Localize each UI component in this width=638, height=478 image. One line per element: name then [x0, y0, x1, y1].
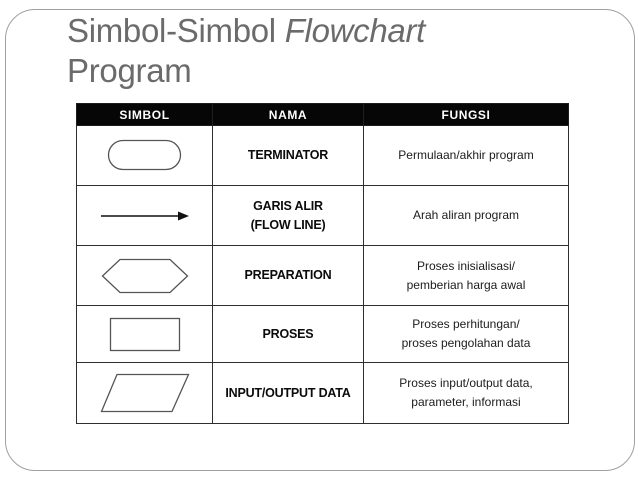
title-text-regular: Simbol-Simbol: [67, 12, 285, 49]
table-row: PROSES Proses perhitungan/ proses pengol…: [76, 305, 569, 363]
fungsi-cell: Proses inisialisasi/ pemberian harga awa…: [363, 245, 569, 306]
symbol-cell: [76, 185, 213, 246]
symbol-name: PREPARATION: [244, 268, 332, 282]
column-header-simbol: SIMBOL: [76, 103, 213, 126]
title-line-2: Program: [67, 52, 192, 89]
fungsi-cell: Proses perhitungan/ proses pengolahan da…: [363, 305, 569, 363]
symbol-name: PROSES: [262, 326, 314, 341]
fungsi-cell: Arah aliran program: [363, 185, 569, 246]
nama-cell: INPUT/OUTPUT DATA: [212, 362, 364, 424]
title-line-1: Simbol-Simbol Flowchart: [67, 11, 425, 51]
symbol-name-line2: (FLOW LINE): [250, 217, 326, 232]
nama-cell: PROSES: [212, 305, 364, 363]
symbol-function: Proses inisialisasi/: [416, 258, 516, 273]
symbol-name: TERMINATOR: [247, 148, 329, 162]
nama-cell: GARIS ALIR (FLOW LINE): [212, 185, 364, 246]
process-rectangle-icon: [109, 317, 180, 351]
symbol-function: Proses input/output data,: [399, 376, 533, 390]
symbol-function: Arah aliran program: [412, 208, 520, 222]
symbol-cell: [76, 362, 213, 424]
column-header-fungsi: FUNGSI: [363, 103, 569, 126]
slide-title: Simbol-Simbol Flowchart Program: [67, 11, 425, 91]
symbol-cell: [76, 305, 213, 363]
input-output-parallelogram-icon: [100, 373, 190, 413]
symbol-function: Permulaan/akhir program: [398, 148, 534, 162]
nama-cell: TERMINATOR: [212, 125, 364, 186]
table-row: INPUT/OUTPUT DATA Proses input/output da…: [76, 362, 569, 424]
column-header-nama: NAMA: [212, 103, 364, 126]
terminator-icon: [107, 139, 181, 171]
title-text-italic: Flowchart: [284, 12, 426, 49]
symbol-cell: [76, 125, 213, 186]
symbol-function: Proses perhitungan/: [412, 317, 520, 331]
table-row: TERMINATOR Permulaan/akhir program: [76, 125, 569, 186]
nama-cell: PREPARATION: [212, 245, 364, 306]
flowchart-symbol-table: SIMBOL NAMA FUNGSI TERMINATOR Permulaan/…: [76, 103, 569, 424]
fungsi-cell: Proses input/output data, parameter, inf…: [363, 362, 569, 424]
symbol-name: INPUT/OUTPUT DATA: [225, 385, 351, 400]
preparation-hexagon-icon: [101, 258, 188, 293]
table-row: GARIS ALIR (FLOW LINE) Arah aliran progr…: [76, 185, 569, 246]
table-row: PREPARATION Proses inisialisasi/ pemberi…: [76, 245, 569, 306]
symbol-function-line2: proses pengolahan data: [401, 336, 531, 350]
table-header-row: SIMBOL NAMA FUNGSI: [76, 103, 569, 126]
flow-line-arrow-icon: [100, 211, 189, 220]
symbol-function-line2: parameter, informasi: [411, 395, 521, 409]
symbol-function-line2: pemberian harga awal: [406, 277, 526, 292]
symbol-cell: [76, 245, 213, 306]
symbol-name: GARIS ALIR: [253, 198, 323, 213]
fungsi-cell: Permulaan/akhir program: [363, 125, 569, 186]
